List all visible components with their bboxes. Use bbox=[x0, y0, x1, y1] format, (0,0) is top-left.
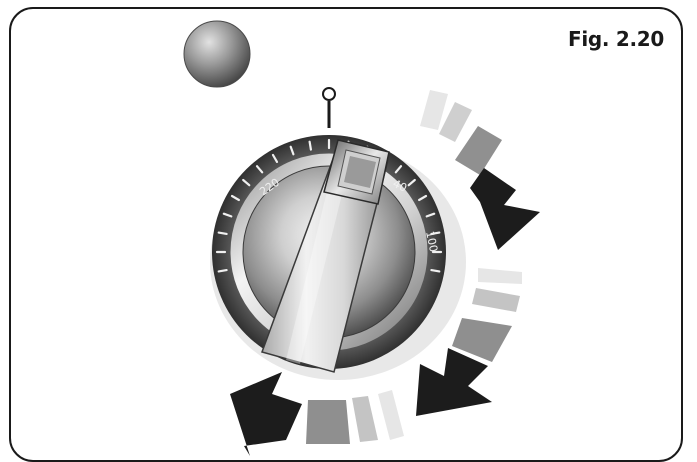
zero-mark bbox=[322, 87, 336, 128]
rotate-clockwise-arrow-icon bbox=[416, 268, 522, 416]
dial-tick bbox=[394, 165, 403, 174]
dial-tick bbox=[308, 140, 312, 151]
dial-tick bbox=[230, 194, 240, 202]
knob-handle[interactable] bbox=[261, 139, 390, 373]
dial-tick bbox=[217, 231, 228, 235]
dial-tick bbox=[418, 194, 428, 202]
dial-tick bbox=[407, 178, 416, 187]
indicator-light-icon bbox=[183, 20, 251, 88]
figure-label: Fig. 2.20 bbox=[568, 27, 665, 51]
scale-label-100: 100 bbox=[423, 230, 440, 253]
rotate-clockwise-arrow-icon bbox=[420, 90, 540, 250]
dial-tick bbox=[430, 269, 441, 273]
dial-tick bbox=[242, 178, 251, 187]
dial-tick bbox=[425, 212, 436, 218]
dial-tick bbox=[289, 145, 295, 156]
dial-tick bbox=[271, 153, 279, 163]
scale-label-40: 40 bbox=[391, 177, 409, 195]
dial-tick bbox=[217, 269, 228, 273]
dial-tick bbox=[255, 165, 264, 174]
dial-tick bbox=[430, 231, 441, 235]
dial-tick bbox=[222, 212, 233, 218]
rotate-counterclockwise-arrow-icon bbox=[230, 372, 404, 456]
